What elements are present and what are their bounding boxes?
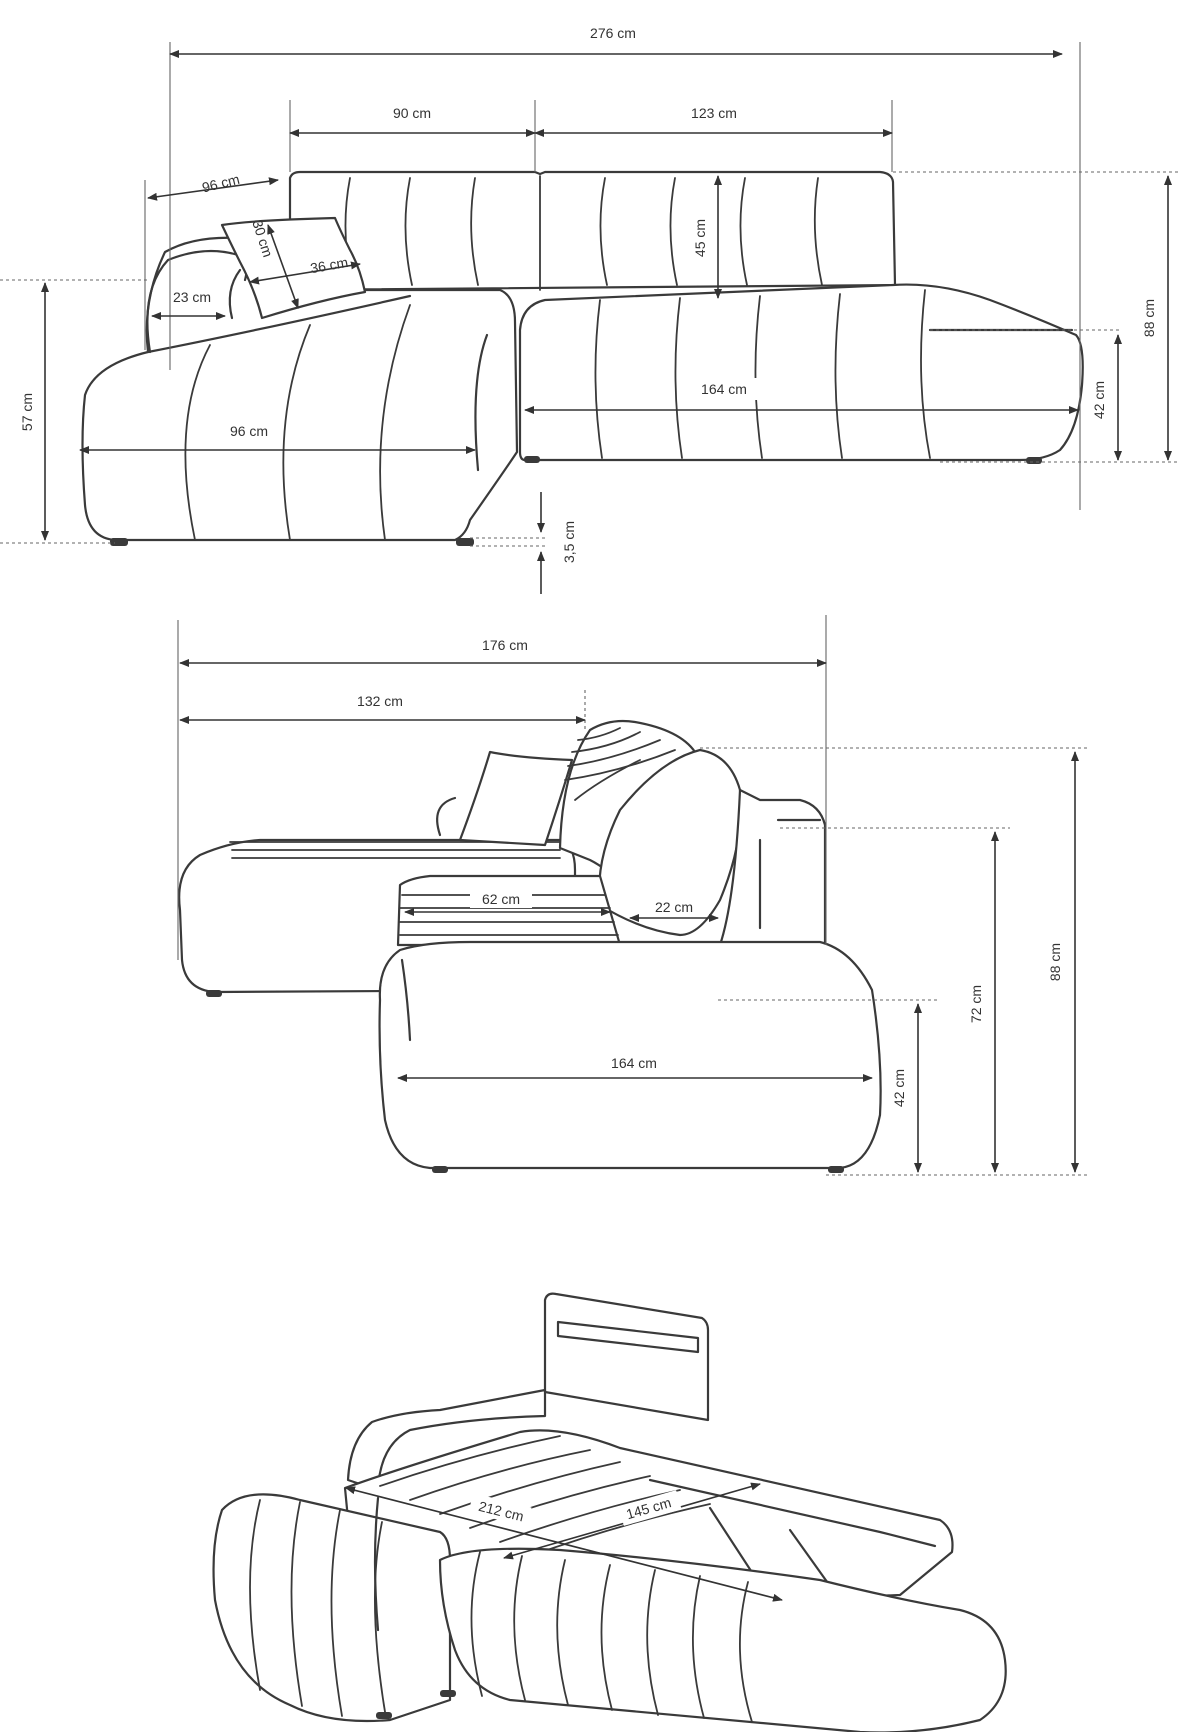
label-seat-width: 164 cm xyxy=(701,381,747,397)
label-chaise-width: 96 cm xyxy=(230,423,268,439)
side-foot-2 xyxy=(432,1166,448,1173)
label-seat-height-side: 42 cm xyxy=(891,1069,907,1107)
bed-view: 212 cm 145 cm xyxy=(212,1292,1007,1732)
side-foot-1 xyxy=(206,990,222,997)
bed-foot-1 xyxy=(376,1712,392,1719)
label-arm-w: 23 cm xyxy=(173,289,211,305)
label-back-left: 90 cm xyxy=(393,105,431,121)
front-foot-4 xyxy=(1026,457,1042,464)
label-armrest-diag: 96 cm xyxy=(200,171,241,196)
side-seat-stripes xyxy=(396,874,622,947)
front-foot-2 xyxy=(456,538,474,546)
label-seat-depth: 62 cm xyxy=(482,891,520,907)
front-right-seat xyxy=(518,283,1084,462)
label-back-right: 123 cm xyxy=(691,105,737,121)
bed-left-arm xyxy=(346,1388,547,1492)
label-chaise-depth: 132 cm xyxy=(357,693,403,709)
side-extension-lines xyxy=(177,615,1090,1176)
bed-labels: 212 cm 145 cm xyxy=(468,1490,682,1527)
label-foot-height: 3,5 cm xyxy=(561,521,577,563)
label-seat-width-side: 164 cm xyxy=(611,1055,657,1071)
label-pillow-w: 36 cm xyxy=(309,254,349,276)
front-foot-1 xyxy=(110,538,128,546)
label-total-height: 88 cm xyxy=(1141,299,1157,337)
bed-foot-2 xyxy=(440,1690,456,1697)
label-back-depth: 22 cm xyxy=(655,899,693,915)
side-foot-3 xyxy=(828,1166,844,1173)
side-pillow xyxy=(458,750,574,847)
bed-headboard xyxy=(543,1292,710,1422)
label-arm-height: 72 cm xyxy=(968,985,984,1023)
label-seat-height: 42 cm xyxy=(1091,381,1107,419)
bed-front-block xyxy=(212,1493,452,1723)
label-total-height-side: 88 cm xyxy=(1047,943,1063,981)
dim-line-96-diag xyxy=(147,177,279,201)
label-chaise-height: 57 cm xyxy=(19,393,35,431)
front-foot-3 xyxy=(524,456,540,463)
front-back-cushions xyxy=(288,170,897,292)
label-total-width: 276 cm xyxy=(590,25,636,41)
dim-line-36 xyxy=(249,261,361,285)
side-labels: 176 cm 132 cm 62 cm 22 cm 164 cm 42 cm 7… xyxy=(357,637,1063,1107)
label-cushion-h: 45 cm xyxy=(692,219,708,257)
label-total-depth: 176 cm xyxy=(482,637,528,653)
side-view: 176 cm 132 cm 62 cm 22 cm 164 cm 42 cm 7… xyxy=(177,615,1090,1176)
front-view: 276 cm 90 cm 123 cm 96 cm 30 cm 36 cm 23… xyxy=(0,22,1178,594)
